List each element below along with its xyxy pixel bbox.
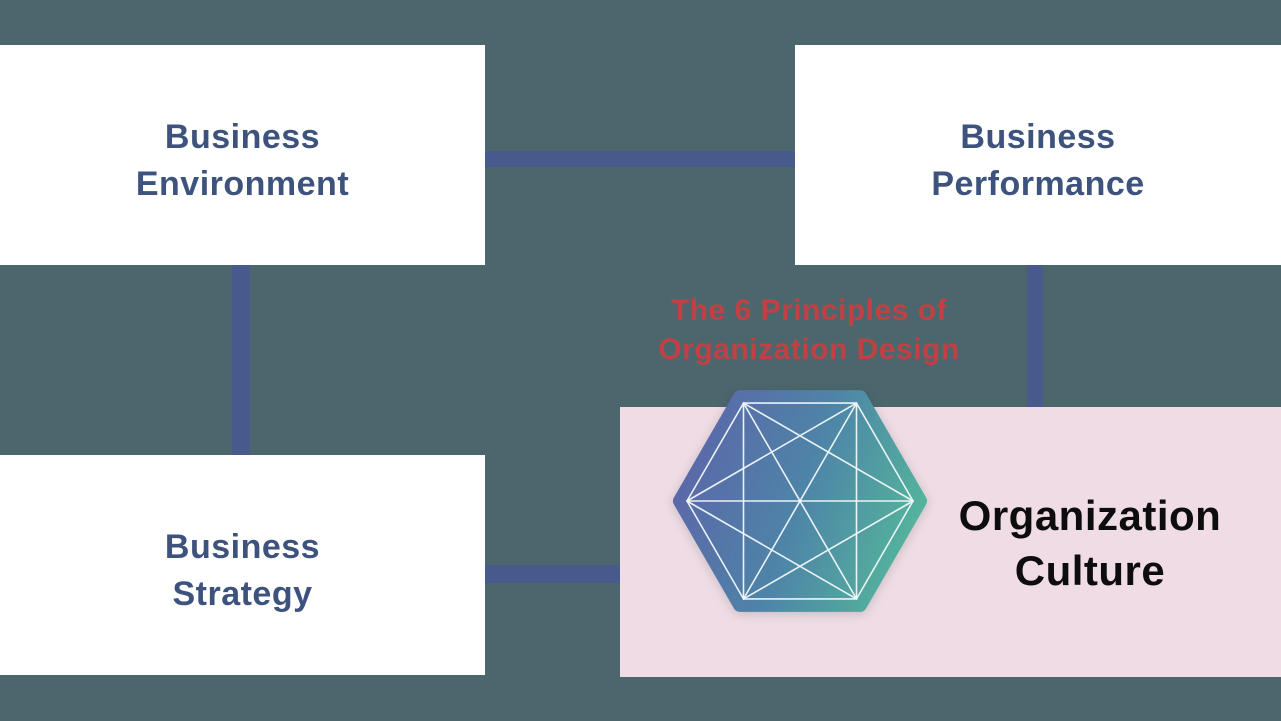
label-line: Organization	[958, 492, 1222, 539]
title-line: Organization Design	[658, 333, 960, 366]
node-business-environment: Business Environment	[0, 45, 485, 265]
label-line: Culture	[1014, 547, 1166, 594]
diagram-title: The 6 Principles of Organization Design	[658, 291, 959, 369]
node-business-performance: Business Performance	[795, 45, 1281, 265]
label-line: Business	[164, 118, 321, 156]
node-business-strategy: Business Strategy	[0, 455, 485, 675]
title-line: The 6 Principles of	[670, 294, 948, 327]
connector-environment-performance	[485, 151, 795, 167]
node-label-business-performance: Business Performance	[931, 102, 1144, 208]
node-label-business-strategy: Business Strategy	[165, 512, 320, 618]
label-line: Business	[960, 118, 1116, 156]
label-line: Environment	[135, 165, 350, 203]
label-line: Business	[164, 528, 321, 566]
connector-performance-culture	[1027, 265, 1043, 407]
node-label-business-environment: Business Environment	[136, 102, 349, 208]
hexagon-network-icon	[673, 390, 927, 612]
node-label-organization-culture: Organization Culture	[959, 488, 1222, 598]
connector-environment-strategy	[232, 265, 250, 455]
label-line: Strategy	[172, 575, 313, 613]
label-line: Performance	[931, 165, 1145, 203]
connector-strategy-culture	[485, 565, 620, 583]
